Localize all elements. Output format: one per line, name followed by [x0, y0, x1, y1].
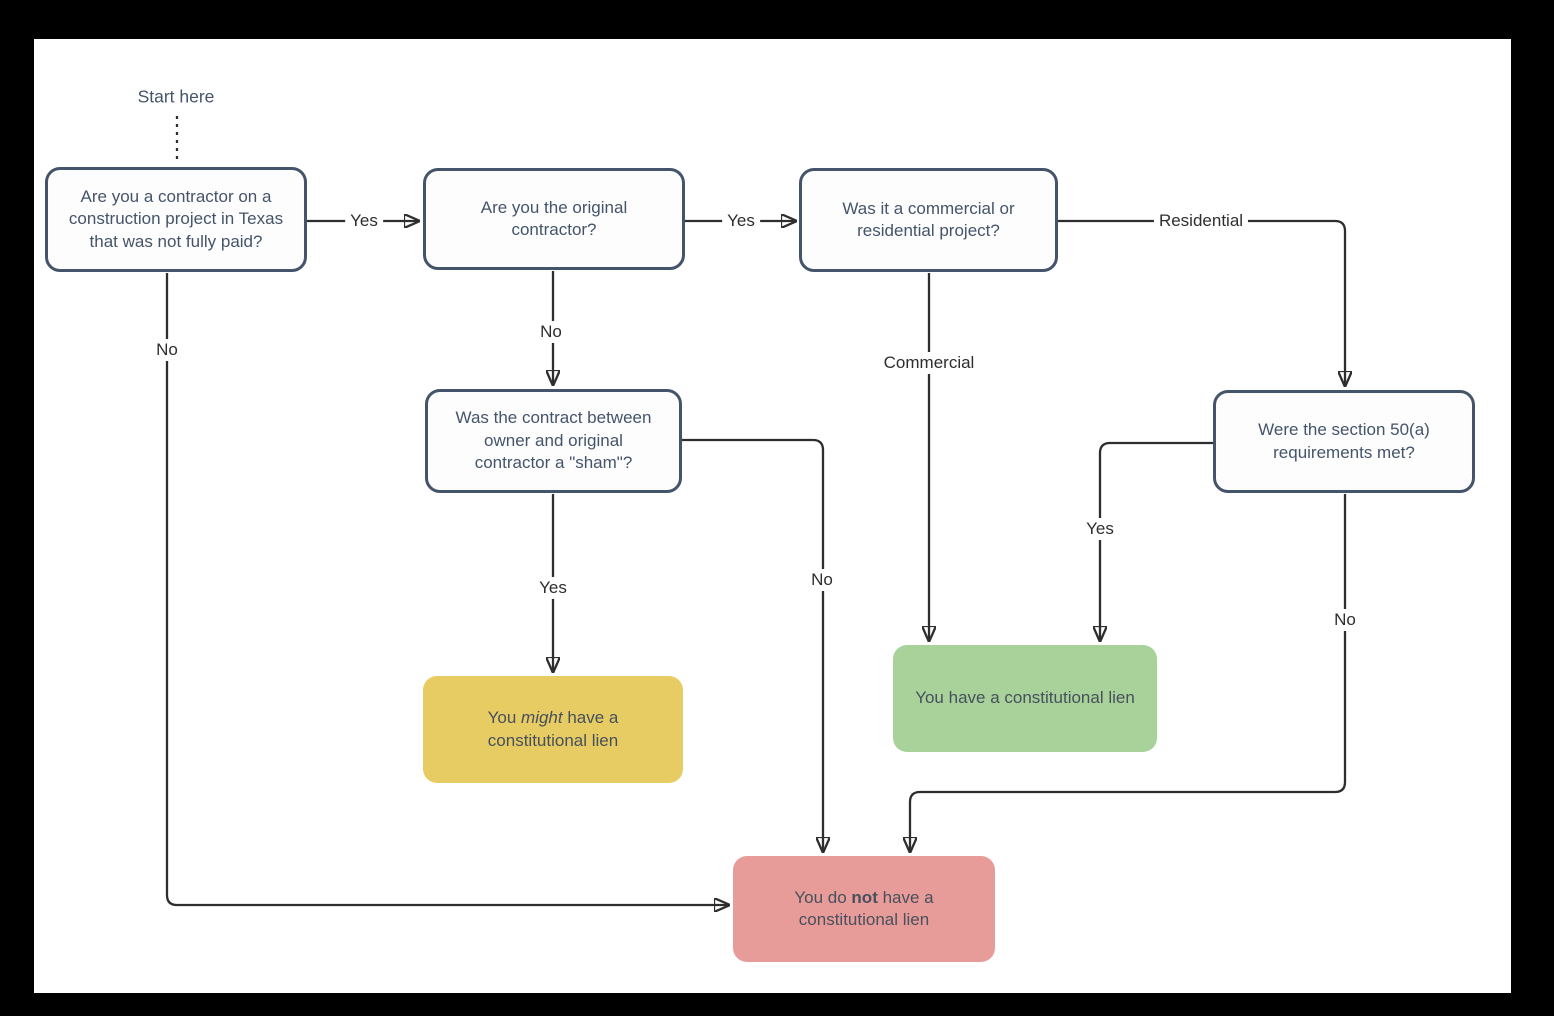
edge-label-yes-q1: Yes — [345, 210, 383, 232]
edge-label-no-q1: No — [151, 339, 183, 361]
node-text: You might have a constitutional lien — [468, 707, 638, 752]
node-result-might-have-lien: You might have a constitutional lien — [423, 676, 683, 783]
start-here-label: Start here — [133, 86, 219, 108]
node-result-have-lien: You have a constitutional lien — [893, 645, 1157, 752]
node-question-original-contractor: Are you the original contractor? — [423, 168, 685, 270]
node-text: Were the section 50(a) requirements met? — [1258, 420, 1430, 462]
edge-label-no-sham: No — [806, 569, 838, 591]
node-text: Was it a commercial or residential proje… — [842, 198, 1015, 240]
node-text: You do not have a constitutional lien — [774, 887, 954, 932]
node-result-no-lien: You do not have a constitutional lien — [733, 856, 995, 962]
text-fragment-italic: might — [521, 708, 563, 728]
text-fragment: You — [487, 708, 522, 728]
text-fragment: have a constitutional lien — [487, 708, 619, 750]
text-fragment: have a constitutional lien — [798, 887, 934, 929]
node-text: Are you a contractor on a construction p… — [68, 186, 284, 251]
node-question-sham-contract: Was the contract between owner and origi… — [425, 389, 682, 493]
node-text: Was the contract between owner and origi… — [455, 408, 652, 473]
node-question-project-type: Was it a commercial or residential proje… — [799, 168, 1058, 272]
text-fragment-bold: not — [851, 887, 878, 907]
edge-label-commercial: Commercial — [878, 352, 980, 374]
node-text: Are you the original contractor? — [480, 197, 628, 239]
edge-label-yes-sham: Yes — [534, 577, 572, 599]
text-fragment: You do — [794, 887, 852, 907]
node-text: You have a constitutional lien — [915, 688, 1135, 708]
edge-label-residential: Residential — [1153, 210, 1249, 232]
edge-label-yes-50a: Yes — [1081, 518, 1119, 540]
node-question-texas-contractor: Are you a contractor on a construction p… — [45, 167, 307, 272]
edge-label-yes-q2: Yes — [722, 210, 760, 232]
edge-label-no-50a: No — [1329, 609, 1361, 631]
node-question-50a-requirements: Were the section 50(a) requirements met? — [1213, 390, 1475, 493]
edge-label-no-q2: No — [535, 321, 567, 343]
